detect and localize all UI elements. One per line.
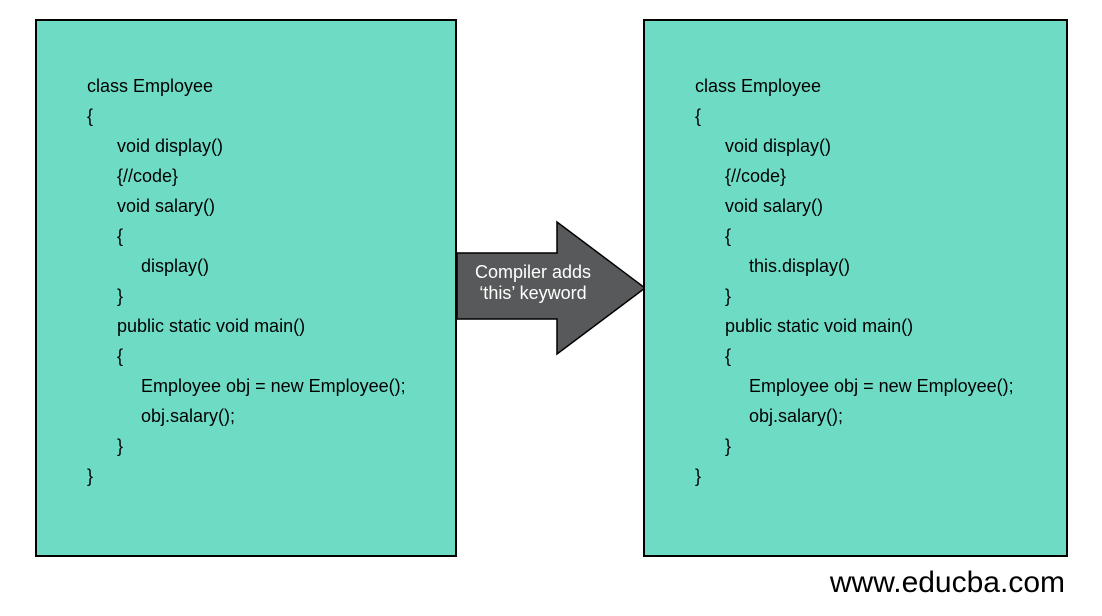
code-line: obj.salary(); [141,406,236,426]
code-line: Employee obj = new Employee(); [141,376,406,396]
code-line: class Employee [87,76,214,96]
code-line: { [695,106,702,126]
code-line: obj.salary(); [749,406,844,426]
watermark-educba: www.educba.com [829,566,1065,599]
code-line: { [87,106,94,126]
code-line: { [117,226,124,246]
code-line: void display() [117,136,224,156]
arrow-label: Compiler adds ‘this’ keyword [458,262,608,304]
code-line: this.display() [749,256,851,276]
right-arrow-icon [456,220,647,356]
code-line: { [725,226,732,246]
code-line: void salary() [725,196,824,216]
code-line: } [117,286,124,306]
code-line: } [117,436,124,456]
code-line: {//code} [117,166,179,186]
arrow-label-line1: Compiler adds [474,262,592,282]
code-line: {//code} [725,166,787,186]
code-box-before: class Employee { void display() {//code}… [35,19,457,557]
code-line: } [725,436,732,456]
code-line: { [117,346,124,366]
arrow-shape [456,220,647,356]
code-box-after: class Employee { void display() {//code}… [643,19,1068,557]
code-line: Employee obj = new Employee(); [749,376,1014,396]
code-line: { [725,346,732,366]
code-line: } [695,466,702,486]
code-line: class Employee [695,76,822,96]
code-line: void salary() [117,196,216,216]
code-line: } [87,466,94,486]
code-line: void display() [725,136,832,156]
code-line: } [725,286,732,306]
code-line: public static void main() [117,316,306,336]
code-line: display() [141,256,210,276]
code-line: public static void main() [725,316,914,336]
arrow-label-line2: ‘this’ keyword [479,283,587,303]
